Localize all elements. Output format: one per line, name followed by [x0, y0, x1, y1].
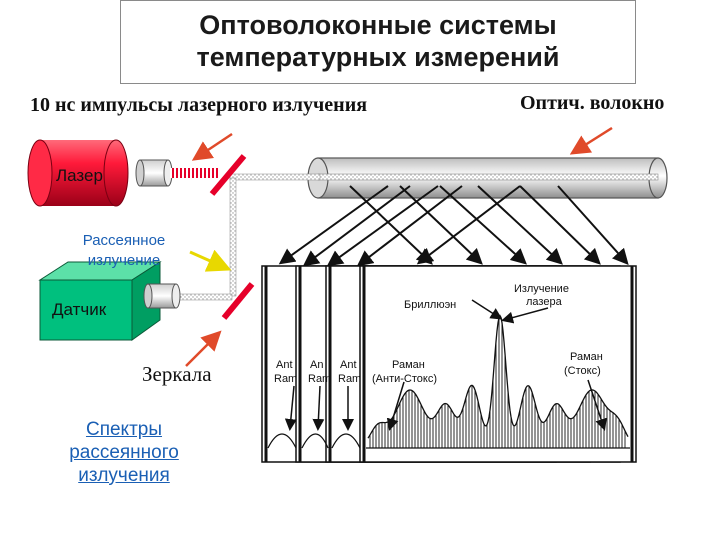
mirrors-label: Зеркала — [142, 362, 212, 386]
spectra-label: Спектры рассеянного излучения — [40, 418, 208, 487]
beam-to-sensor — [175, 293, 233, 301]
fiber-arrow — [569, 126, 613, 155]
laser-label: Лазер — [56, 166, 103, 185]
title-line-2: температурных измерений — [196, 42, 560, 72]
spectra-label-line-1: Спектры — [85, 419, 163, 440]
mirror-top — [209, 154, 247, 196]
spectra-label-line-2: рассеянного — [69, 442, 179, 463]
brillouin-label: Бриллюэн — [404, 299, 456, 311]
sensor-label: Датчик — [52, 300, 107, 319]
backscatter-arrows — [278, 185, 629, 267]
spectrum-trace — [366, 314, 630, 449]
raman-stokes-label-1: Раман — [570, 351, 603, 363]
raman-anti-label-2: (Анти-Стокс) — [372, 373, 437, 385]
pulses-arrow — [191, 132, 233, 161]
laser-line-label-2: лазера — [526, 296, 563, 308]
spectra-label-line-3: излучения — [78, 465, 170, 486]
title-box: Оптоволоконные системы температурных изм… — [120, 0, 636, 84]
laser-beam — [170, 168, 220, 178]
optical-fiber — [307, 157, 668, 199]
scatter-arrow — [189, 249, 232, 272]
scattered-label-line-2: излучение — [87, 252, 161, 269]
mirror-bottom — [221, 282, 255, 320]
sensor-box — [38, 261, 181, 341]
scattered-label-line-1: Рассеянное — [82, 232, 166, 249]
scattered-label: Рассеянное излучение — [64, 231, 184, 271]
back-label-2b: Ram — [308, 373, 331, 385]
title-line-1: Оптоволоконные системы — [199, 10, 557, 40]
mirrors-arrow — [185, 330, 222, 367]
back-label-3a: Ant — [340, 359, 357, 371]
laser-body — [27, 139, 173, 207]
back-label-1b: Ram — [274, 373, 297, 385]
beam-to-fiber — [229, 173, 321, 181]
fiber-label: Оптич. волокно — [520, 92, 665, 114]
raman-stokes-label-2: (Стокс) — [564, 365, 601, 377]
back-label-1a: Ant — [276, 359, 293, 371]
pulses-label: 10 нс импульсы лазерного излучения — [30, 94, 368, 116]
raman-anti-label-1: Раман — [392, 359, 425, 371]
back-spectra-traces — [267, 433, 361, 449]
laser-line-label-1: Излучение — [514, 283, 569, 295]
spectrum-labels: Бриллюэн Излучение лазера Раман (Анти-Ст… — [274, 283, 603, 385]
scatter-return-path — [229, 177, 237, 297]
back-label-3b: Ram — [338, 373, 361, 385]
back-label-2a: An — [310, 359, 323, 371]
spectrum-callouts — [284, 299, 607, 431]
